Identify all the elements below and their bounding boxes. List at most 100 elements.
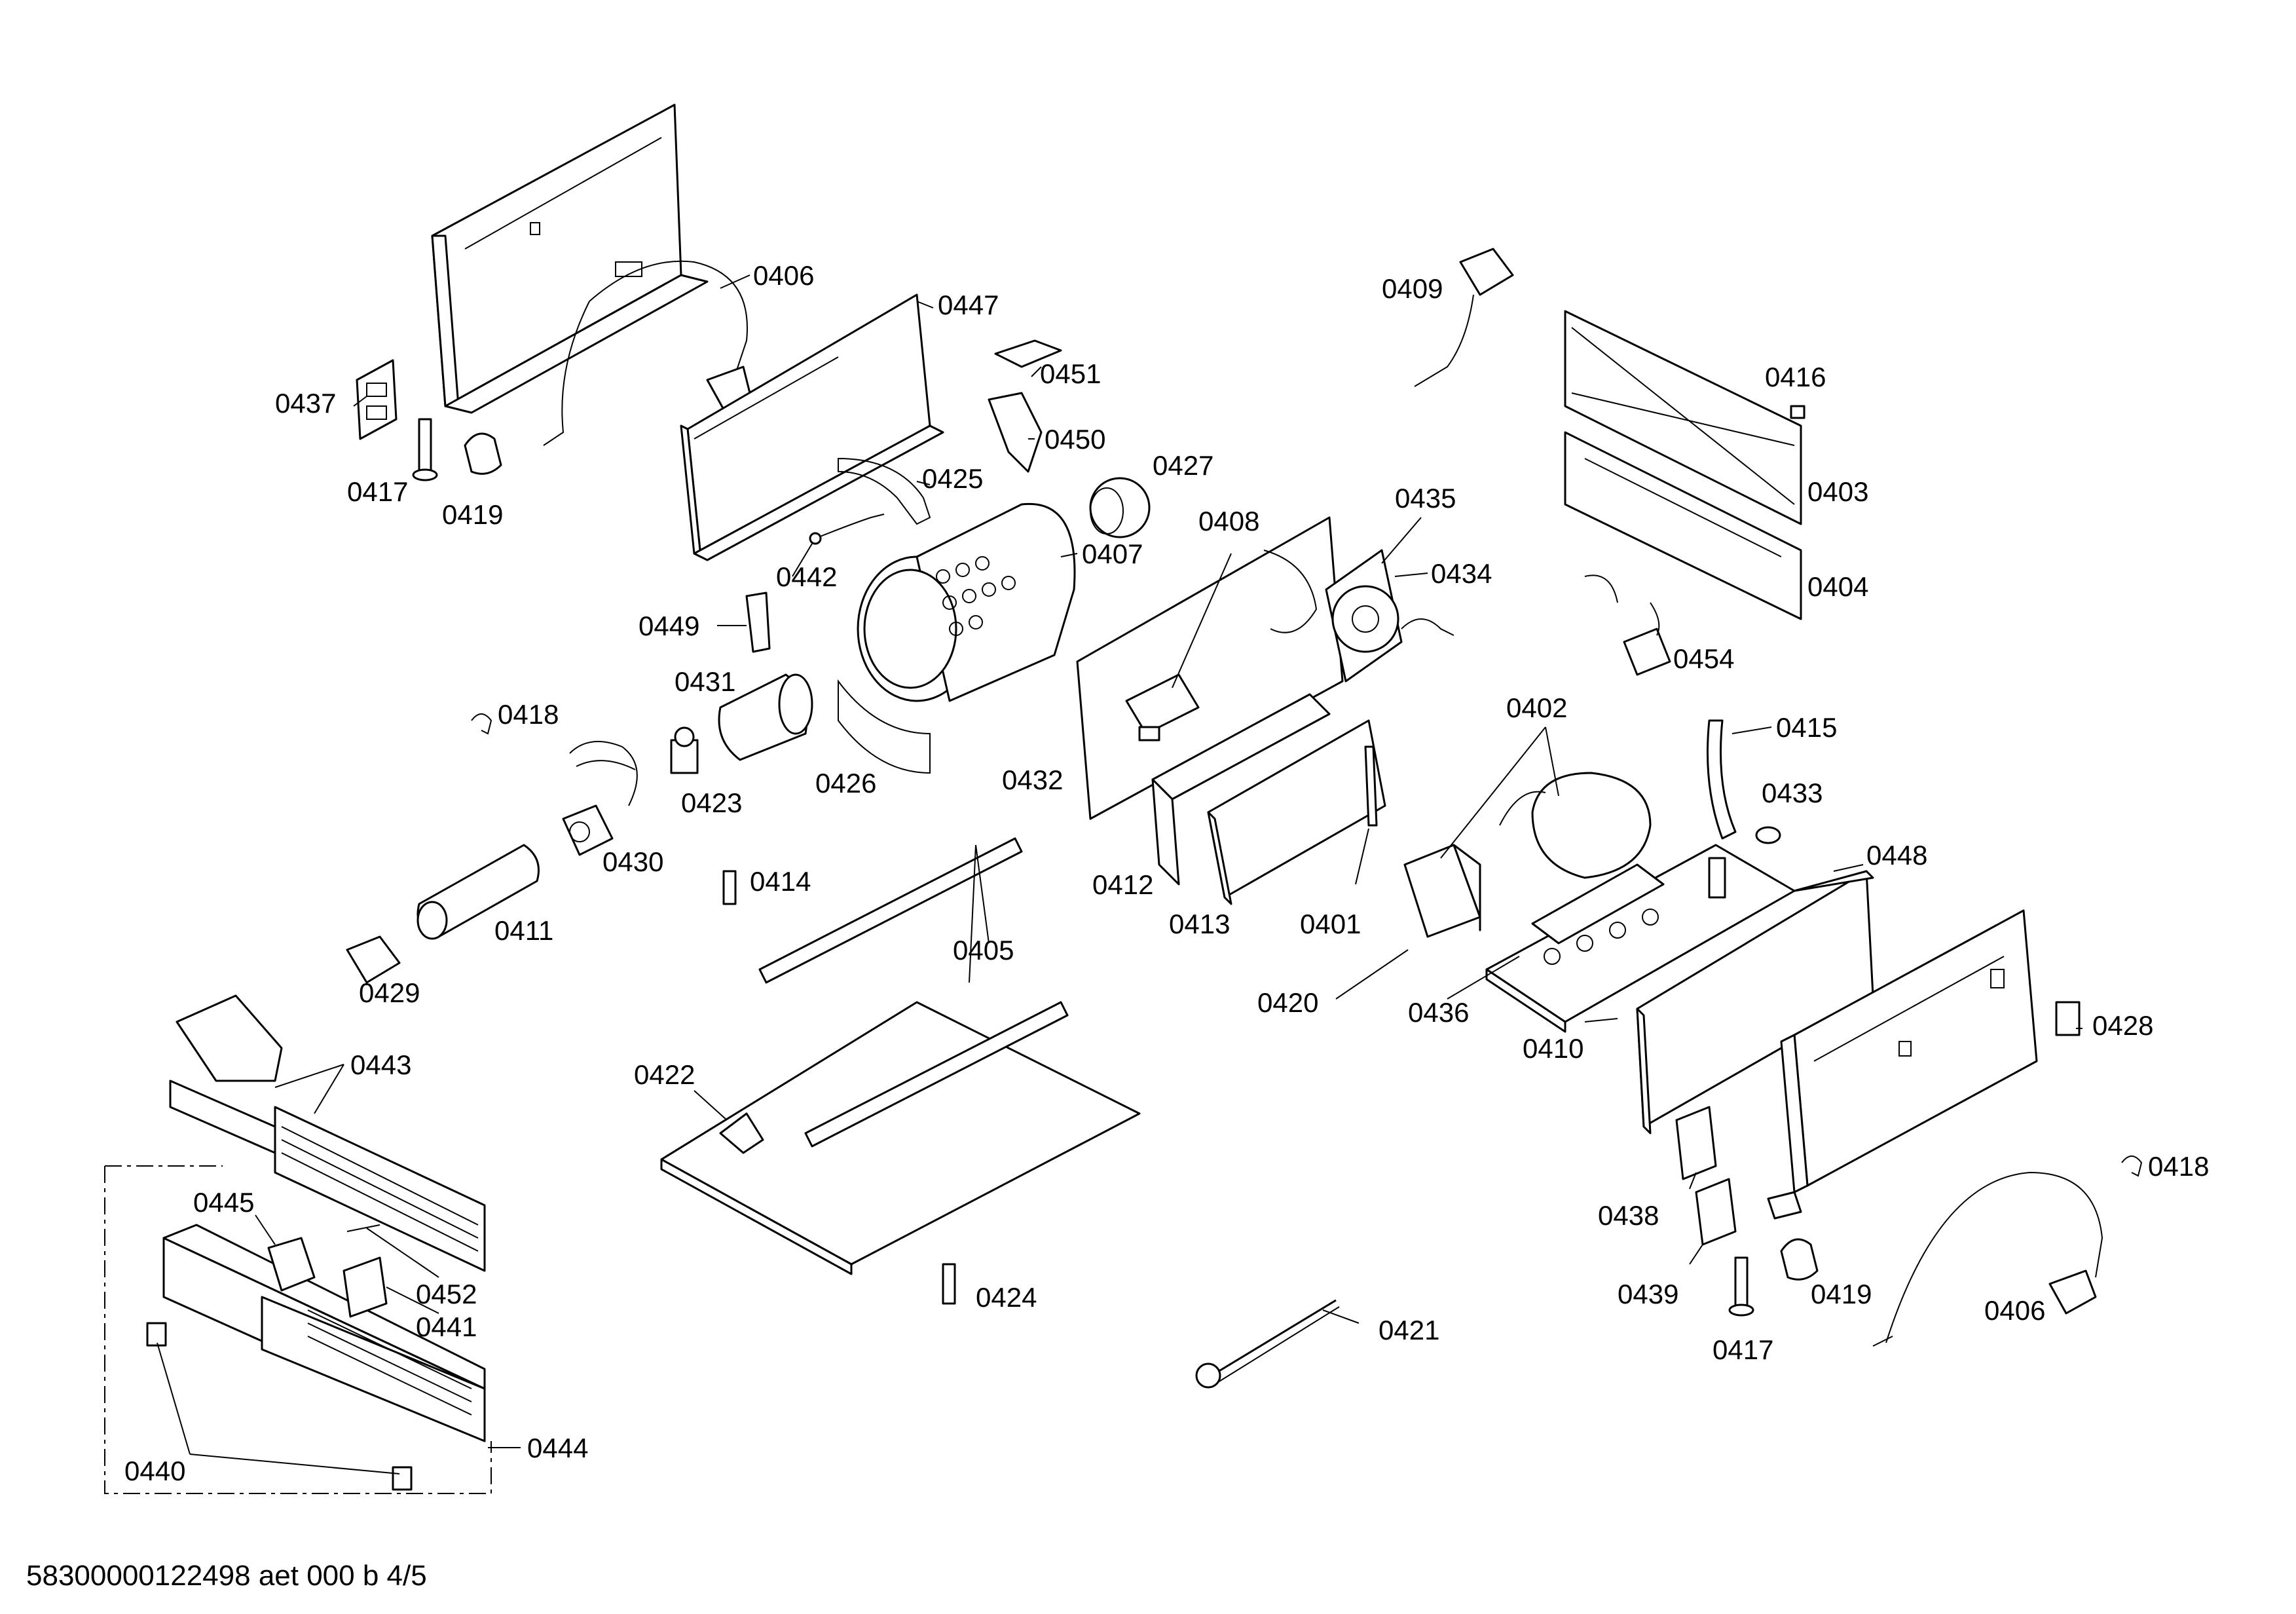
clip-0419a <box>464 432 502 475</box>
capacitor-0427 <box>1089 477 1151 538</box>
label-0438: 0438 <box>1598 1200 1659 1231</box>
label-0451: 0451 <box>1040 358 1101 389</box>
bracket-0425 <box>838 457 931 525</box>
label-0432: 0432 <box>1002 764 1063 795</box>
wire-0442 <box>809 514 885 545</box>
relay-0454 <box>1584 574 1671 676</box>
pipe-0421 <box>1195 1299 1340 1389</box>
label-0435: 0435 <box>1395 483 1456 514</box>
label-0430: 0430 <box>602 846 663 877</box>
label-0415: 0415 <box>1776 712 1837 743</box>
grille-0444 <box>162 1224 486 1442</box>
label-0444: 0444 <box>527 1433 588 1463</box>
back-panel-left <box>431 103 709 414</box>
bracket-0450 <box>988 392 1043 473</box>
label-0447: 0447 <box>938 290 999 320</box>
label-0414: 0414 <box>750 866 811 897</box>
tube-0411 <box>417 844 540 940</box>
panel-0447 <box>680 293 944 561</box>
label-0417a: 0417 <box>347 476 408 507</box>
part-0414 <box>722 870 737 905</box>
part-labels: 0406 0447 0437 0417 0419 0451 0450 0425 … <box>124 260 2209 1486</box>
label-0443: 0443 <box>350 1049 411 1080</box>
leader-lines <box>157 274 2083 1474</box>
label-0423: 0423 <box>681 787 742 818</box>
label-0405: 0405 <box>953 935 1014 966</box>
fan-0434 <box>1325 549 1454 683</box>
relay-box-0420 <box>1403 844 1481 938</box>
blower-0407 <box>857 502 1076 702</box>
label-0418a: 0418 <box>498 699 559 730</box>
compressor-0402 <box>1499 772 1652 879</box>
clip-0418a <box>471 713 492 735</box>
label-0429: 0429 <box>359 977 420 1008</box>
drier-0401 <box>1364 745 1378 827</box>
tray-0422 <box>660 1001 1141 1275</box>
cap-0416 <box>1790 405 1805 419</box>
switch-0428 <box>2055 1001 2081 1036</box>
label-0413: 0413 <box>1169 909 1230 939</box>
label-0425: 0425 <box>922 463 983 494</box>
label-0407: 0407 <box>1082 538 1143 569</box>
label-0401: 0401 <box>1300 909 1361 939</box>
clip-0418b <box>2121 1155 2143 1177</box>
valve-0423 <box>670 726 699 774</box>
label-0406b: 0406 <box>1984 1295 2045 1326</box>
part-0424 <box>942 1263 956 1305</box>
label-0434: 0434 <box>1431 558 1492 589</box>
label-0419a: 0419 <box>442 499 503 530</box>
base-0436 <box>1531 863 1665 945</box>
document-footer-code: 58300000122498 aet 000 b 4/5 <box>26 1560 427 1592</box>
bracket-0437 <box>356 359 398 440</box>
label-0439: 0439 <box>1618 1279 1678 1309</box>
label-0411: 0411 <box>494 915 553 946</box>
label-0419b: 0419 <box>1811 1279 1872 1309</box>
label-0420: 0420 <box>1257 987 1318 1018</box>
label-0454: 0454 <box>1673 643 1734 674</box>
power-cord-0409 <box>1414 248 1514 387</box>
label-0449: 0449 <box>639 610 699 641</box>
panel-0403 <box>1564 310 1802 525</box>
socket-0429 <box>346 935 401 984</box>
dashed-group-box <box>104 1165 492 1494</box>
label-0436: 0436 <box>1408 997 1469 1028</box>
label-0421: 0421 <box>1379 1315 1439 1345</box>
label-0409: 0409 <box>1382 273 1443 304</box>
label-0433: 0433 <box>1762 778 1823 808</box>
harness-0430 <box>562 741 638 856</box>
screw-0417a <box>412 418 438 481</box>
part-0451 <box>994 339 1062 368</box>
bracket-0439 <box>1695 1178 1737 1246</box>
label-0408: 0408 <box>1198 506 1259 536</box>
label-0440: 0440 <box>124 1455 185 1486</box>
label-0450: 0450 <box>1045 424 1105 455</box>
label-0428: 0428 <box>2092 1010 2153 1041</box>
part-0452 <box>346 1224 380 1232</box>
part-0449 <box>745 591 771 653</box>
label-0427: 0427 <box>1153 450 1213 481</box>
screw-0417b <box>1728 1256 1754 1317</box>
label-0431: 0431 <box>675 666 735 697</box>
label-0448: 0448 <box>1866 840 1927 871</box>
label-0404: 0404 <box>1807 571 1868 602</box>
strip-0405a <box>758 837 1023 984</box>
label-0437: 0437 <box>275 388 336 419</box>
label-0416: 0416 <box>1765 362 1826 392</box>
label-0417b: 0417 <box>1713 1334 1773 1365</box>
grille-bracket-0443 <box>169 994 486 1272</box>
label-0442: 0442 <box>776 561 837 592</box>
label-0441: 0441 <box>416 1311 477 1342</box>
label-0422: 0422 <box>634 1059 695 1090</box>
board-0412 <box>1151 693 1331 886</box>
label-0426: 0426 <box>815 768 876 798</box>
cover-0413 <box>1207 719 1386 905</box>
panel-0432 <box>1076 516 1344 820</box>
label-0418b: 0418 <box>2148 1151 2209 1182</box>
label-0410: 0410 <box>1523 1033 1583 1064</box>
part-0445 <box>267 1237 316 1292</box>
label-0402: 0402 <box>1506 692 1567 723</box>
label-0412: 0412 <box>1092 869 1153 900</box>
tube-0415 <box>1707 719 1737 840</box>
panel-0404 <box>1564 431 1802 620</box>
